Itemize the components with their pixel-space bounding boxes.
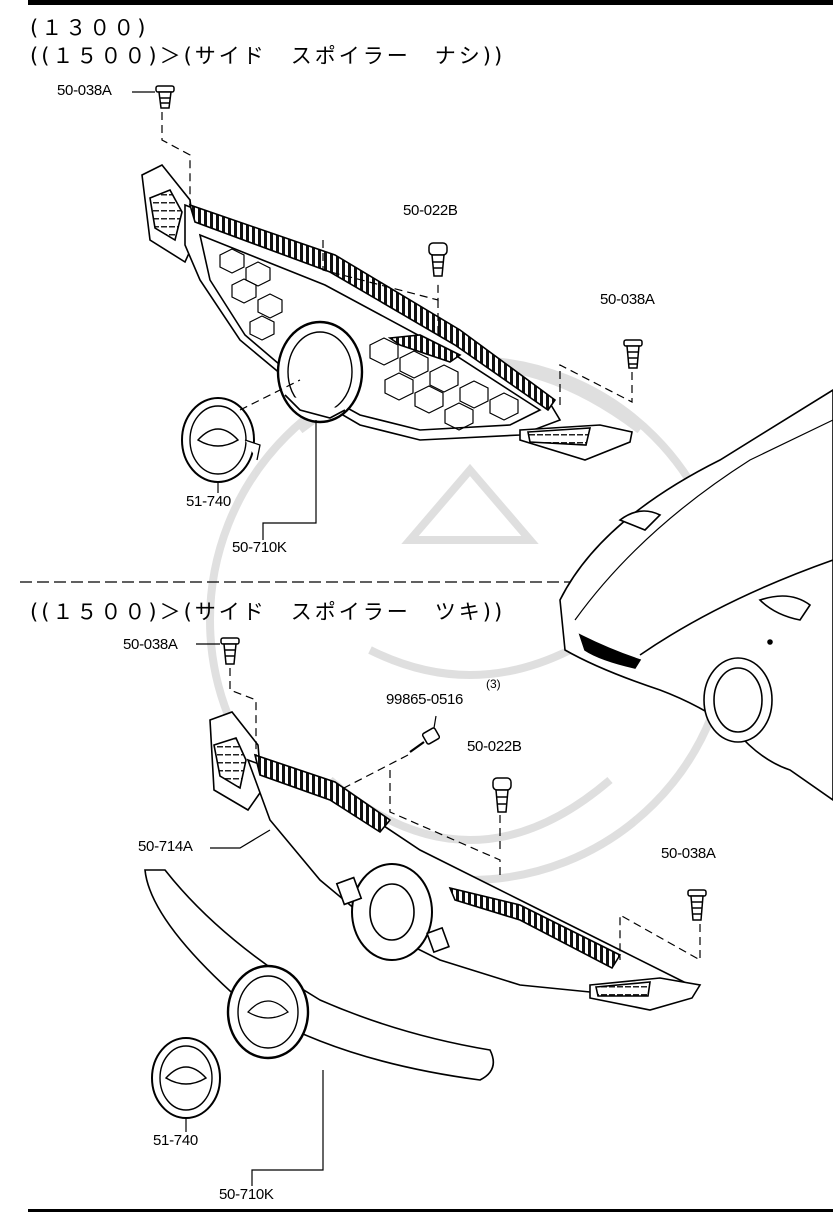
clip-50-022b-bottom [492,777,512,813]
bolt-50-038a-right-bottom [687,889,707,921]
callout-50-038a-right-bottom[interactable]: 50-038A [661,845,716,862]
top-border [28,0,833,5]
bottom-border [28,1209,833,1212]
section1-header-line2: ((１５００)＞(サイド スポイラー ナシ)) [30,44,506,68]
callout-51-740-top[interactable]: 51-740 [186,493,231,510]
section1-header-line1: (１３００) [30,16,149,40]
section2-header-line1: ((１５００)＞(サイド スポイラー ツキ)) [30,600,506,624]
grille-cover-bottom [144,869,495,1081]
callout-50-022b-bottom[interactable]: 50-022B [467,738,522,755]
callout-50-710k-top[interactable]: 50-710K [232,539,287,556]
car-front-illustration [559,389,833,801]
callout-50-714a[interactable]: 50-714A [138,838,193,855]
callout-99865-0516[interactable]: 99865-0516 [386,691,464,708]
bolt-50-038a-top [155,85,175,109]
bolt-50-038a-right-top [623,339,643,369]
callout-50-710k-bottom[interactable]: 50-710K [219,1186,274,1203]
callout-screw-qty: (3) [486,677,501,691]
emblem-top [181,397,261,483]
clip-50-022b-top [428,242,448,277]
callout-50-038a-right-top[interactable]: 50-038A [600,291,655,308]
emblem-bottom [151,1037,221,1119]
callout-51-740-bottom[interactable]: 51-740 [153,1132,198,1149]
screw-99865-0516 [409,727,441,753]
grille-bracket-bottom [209,711,702,1011]
callout-50-022b-top[interactable]: 50-022B [403,202,458,219]
grille-assembly-top [141,163,633,461]
bolt-50-038a-bottom [220,637,240,665]
leader-lines-top [132,91,633,540]
callout-50-038a-bottom[interactable]: 50-038A [123,636,178,653]
leader-lines-bottom [185,643,701,1186]
callout-50-038a-top[interactable]: 50-038A [57,82,112,99]
